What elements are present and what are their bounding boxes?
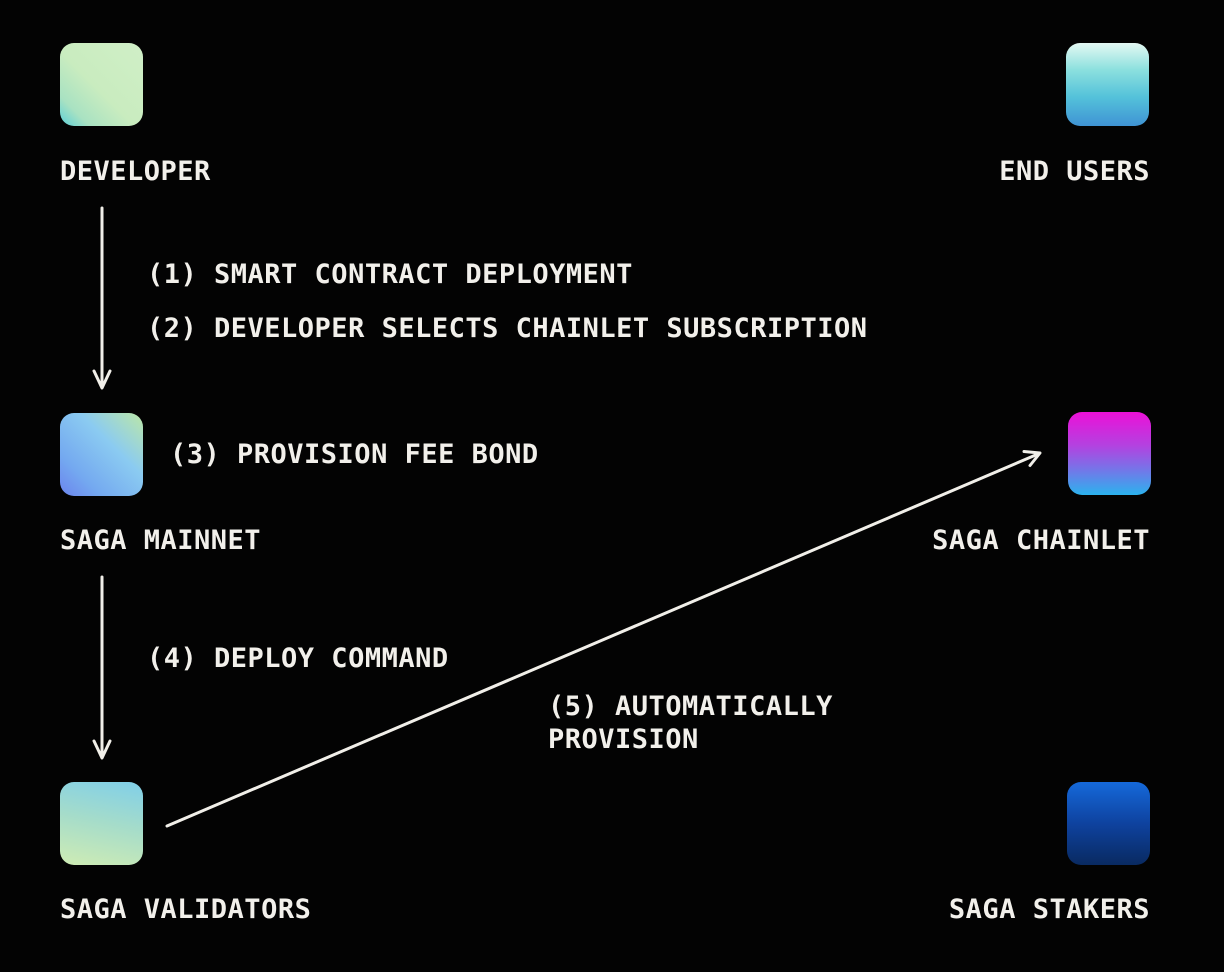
end-users-icon	[1066, 43, 1149, 126]
step-4-label: (4) DEPLOY COMMAND	[147, 643, 449, 674]
node-label-saga-validators: SAGA VALIDATORS	[60, 894, 312, 925]
saga-validators-icon	[60, 782, 143, 865]
arrow-developer-to-saga-mainnet	[92, 206, 112, 390]
saga-chainlet-icon	[1068, 412, 1151, 495]
step-2-label: (2) DEVELOPER SELECTS CHAINLET SUBSCRIPT…	[147, 313, 868, 344]
step-1-label: (1) SMART CONTRACT DEPLOYMENT	[147, 259, 633, 290]
node-label-saga-mainnet: SAGA MAINNET	[60, 525, 262, 556]
saga-mainnet-icon	[60, 413, 143, 496]
node-label-developer: DEVELOPER	[60, 156, 211, 187]
saga-stakers-icon	[1067, 782, 1150, 865]
node-label-saga-stakers: SAGA STAKERS	[948, 894, 1150, 925]
step-3-label: (3) PROVISION FEE BOND	[170, 439, 539, 470]
developer-icon	[60, 43, 143, 126]
arrow-saga-validators-to-saga-chainlet	[165, 450, 1042, 828]
arrow-saga-mainnet-to-saga-validators	[92, 575, 112, 760]
node-label-end-users: END USERS	[999, 156, 1150, 187]
step-5-label: (5) AUTOMATICALLY PROVISION	[548, 691, 833, 755]
node-label-saga-chainlet: SAGA CHAINLET	[932, 525, 1150, 556]
